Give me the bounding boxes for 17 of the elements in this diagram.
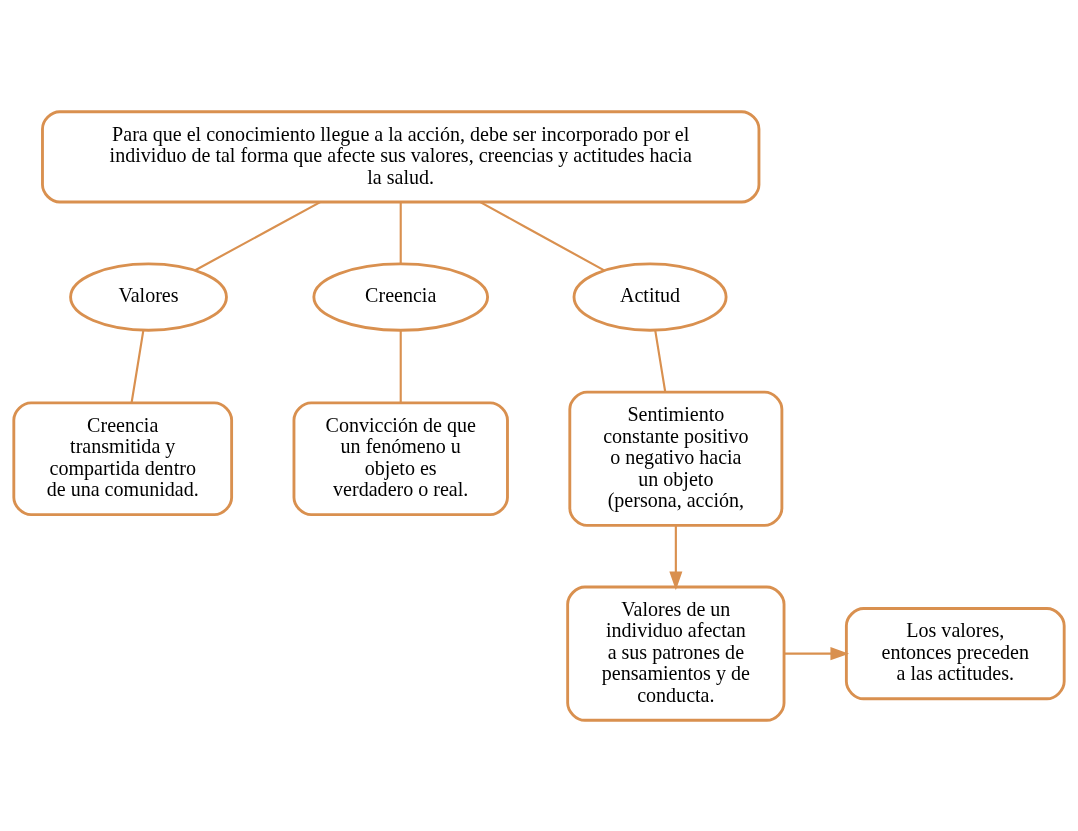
node-box: Valores de un individuo afectan a sus patrones de pensamientos y de conducta. (566, 585, 786, 722)
node-box: Los valores, entonces preceden a las actitudes. (844, 606, 1066, 700)
connector (654, 329, 667, 392)
connector (399, 201, 402, 264)
node-box: Convicción de que un fenómeno u objeto es verdadero o real. (292, 400, 509, 516)
node-box: Creencia transmitida y compartida dentro de una comunidad. (12, 400, 234, 516)
connector (194, 200, 321, 271)
connector (479, 200, 605, 271)
arrow (669, 525, 683, 590)
node-ellipse: Valores (69, 261, 228, 332)
arrow (784, 646, 850, 660)
node-box: Sentimiento constante positivo o negativo hacia un objeto (persona, acción, (568, 390, 784, 527)
connector (130, 329, 145, 403)
node-ellipse: Actitud (572, 261, 728, 332)
node-box: Para que el conocimiento llegue a la acción, debe ser incorporado por el individuo de tal forma que afecte sus valores, creencias y actitudes hacia la salud. (41, 109, 761, 203)
node-ellipse: Creencia (312, 261, 490, 332)
connector (399, 330, 402, 403)
